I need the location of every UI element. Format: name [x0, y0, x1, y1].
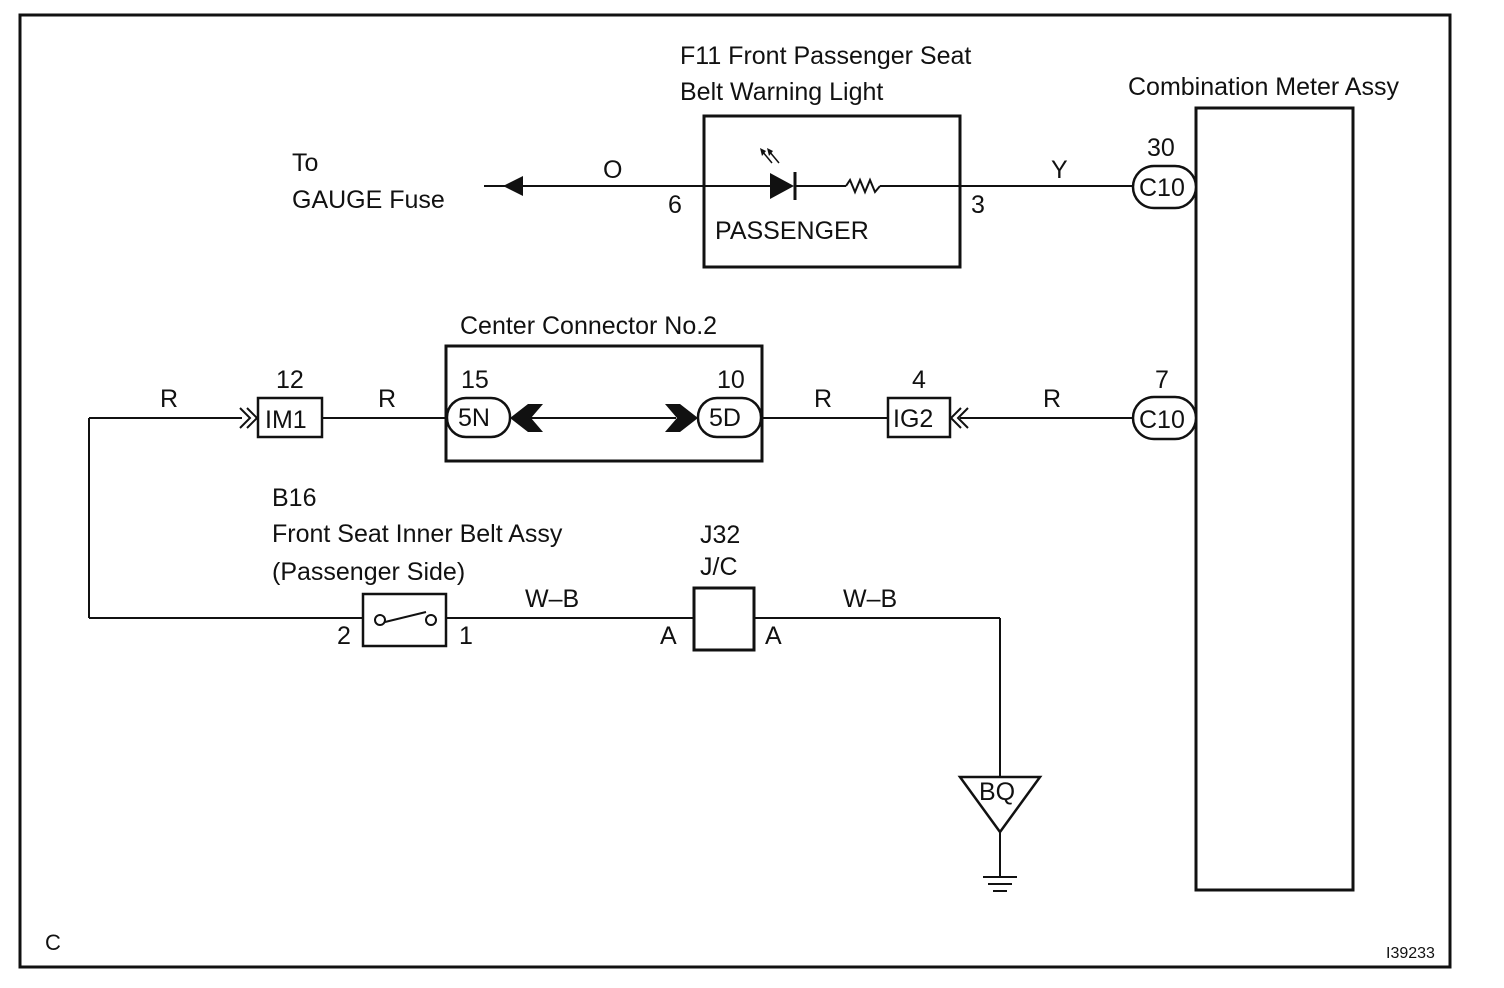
center-right-chevron-icon [665, 404, 698, 432]
meter-bottom-connector-code: C10 [1139, 406, 1185, 434]
corner-letter: C [45, 930, 61, 955]
center-right-pin: 10 [717, 366, 745, 394]
switch-blade-icon [384, 611, 427, 623]
wire-color-orange: O [603, 156, 622, 184]
warning-light-pin-right: 3 [971, 191, 985, 219]
im1-chevron-icon [239, 407, 252, 429]
wire-color-yellow: Y [1051, 156, 1068, 184]
ground-label: BQ [979, 778, 1015, 806]
resistor-icon [845, 177, 881, 195]
diagram-frame [18, 13, 1452, 969]
center-connector-box [444, 344, 764, 463]
wire-color-red-4: R [1043, 385, 1061, 413]
center-left-connector [445, 396, 512, 439]
im1-pin: 12 [276, 366, 304, 394]
im1-chevron-icon-2 [246, 407, 259, 429]
led-ray-tip [760, 148, 766, 156]
ground-point-icon [957, 775, 1043, 835]
belt-pin-right: 1 [459, 622, 473, 650]
wire-color-wb-2: W–B [843, 585, 897, 613]
wire-color-red-1: R [160, 385, 178, 413]
arrow-to-fuse-icon [503, 176, 523, 196]
gauge-fuse-label-to: To [292, 149, 318, 177]
gauge-fuse-label: GAUGE Fuse [292, 186, 445, 214]
center-connector-title: Center Connector No.2 [460, 312, 717, 340]
ig2-chevron-icon-2 [956, 407, 969, 429]
warning-light-title-1: F11 Front Passenger Seat [680, 42, 971, 70]
warning-light-pin-left: 6 [668, 191, 682, 219]
meter-top-connector-code: C10 [1139, 174, 1185, 202]
switch-contact-right [425, 614, 437, 626]
jc-box [692, 586, 756, 652]
warning-light-label: PASSENGER [715, 217, 869, 245]
wire-color-red-3: R [814, 385, 832, 413]
combination-meter-title: Combination Meter Assy [1128, 73, 1399, 101]
belt-pin-left: 2 [337, 622, 351, 650]
switch-contact-left [374, 614, 386, 626]
combination-meter-box [1194, 106, 1355, 892]
jc-id: J32 [700, 521, 740, 549]
ig2-pin: 4 [912, 366, 926, 394]
jc-pin-right: A [765, 622, 782, 650]
center-right-connector [696, 396, 763, 439]
led-ray-tip-2 [767, 148, 773, 156]
warning-light-title-2: Belt Warning Light [680, 78, 883, 106]
belt-title-2: (Passenger Side) [272, 558, 465, 586]
jc-pin-left: A [660, 622, 677, 650]
wire-color-wb-1: W–B [525, 585, 579, 613]
ig2-code: IG2 [893, 405, 933, 433]
center-left-pin: 15 [461, 366, 489, 394]
meter-bottom-pin: 7 [1155, 366, 1169, 394]
center-left-code: 5N [458, 404, 490, 432]
ig2-connector [886, 396, 952, 439]
im1-code: IM1 [265, 406, 307, 434]
wire-color-red-2: R [378, 385, 396, 413]
center-left-chevron-icon [510, 404, 543, 432]
jc-label: J/C [700, 553, 738, 581]
belt-id: B16 [272, 484, 316, 512]
meter-top-connector [1131, 164, 1198, 210]
belt-title-1: Front Seat Inner Belt Assy [272, 520, 563, 548]
ig2-chevron-icon [949, 407, 962, 429]
figure-code: I39233 [1386, 945, 1435, 962]
meter-top-pin: 30 [1147, 134, 1175, 162]
warning-light-box [702, 114, 962, 269]
center-right-code: 5D [709, 404, 741, 432]
led-diode-icon [770, 173, 794, 199]
